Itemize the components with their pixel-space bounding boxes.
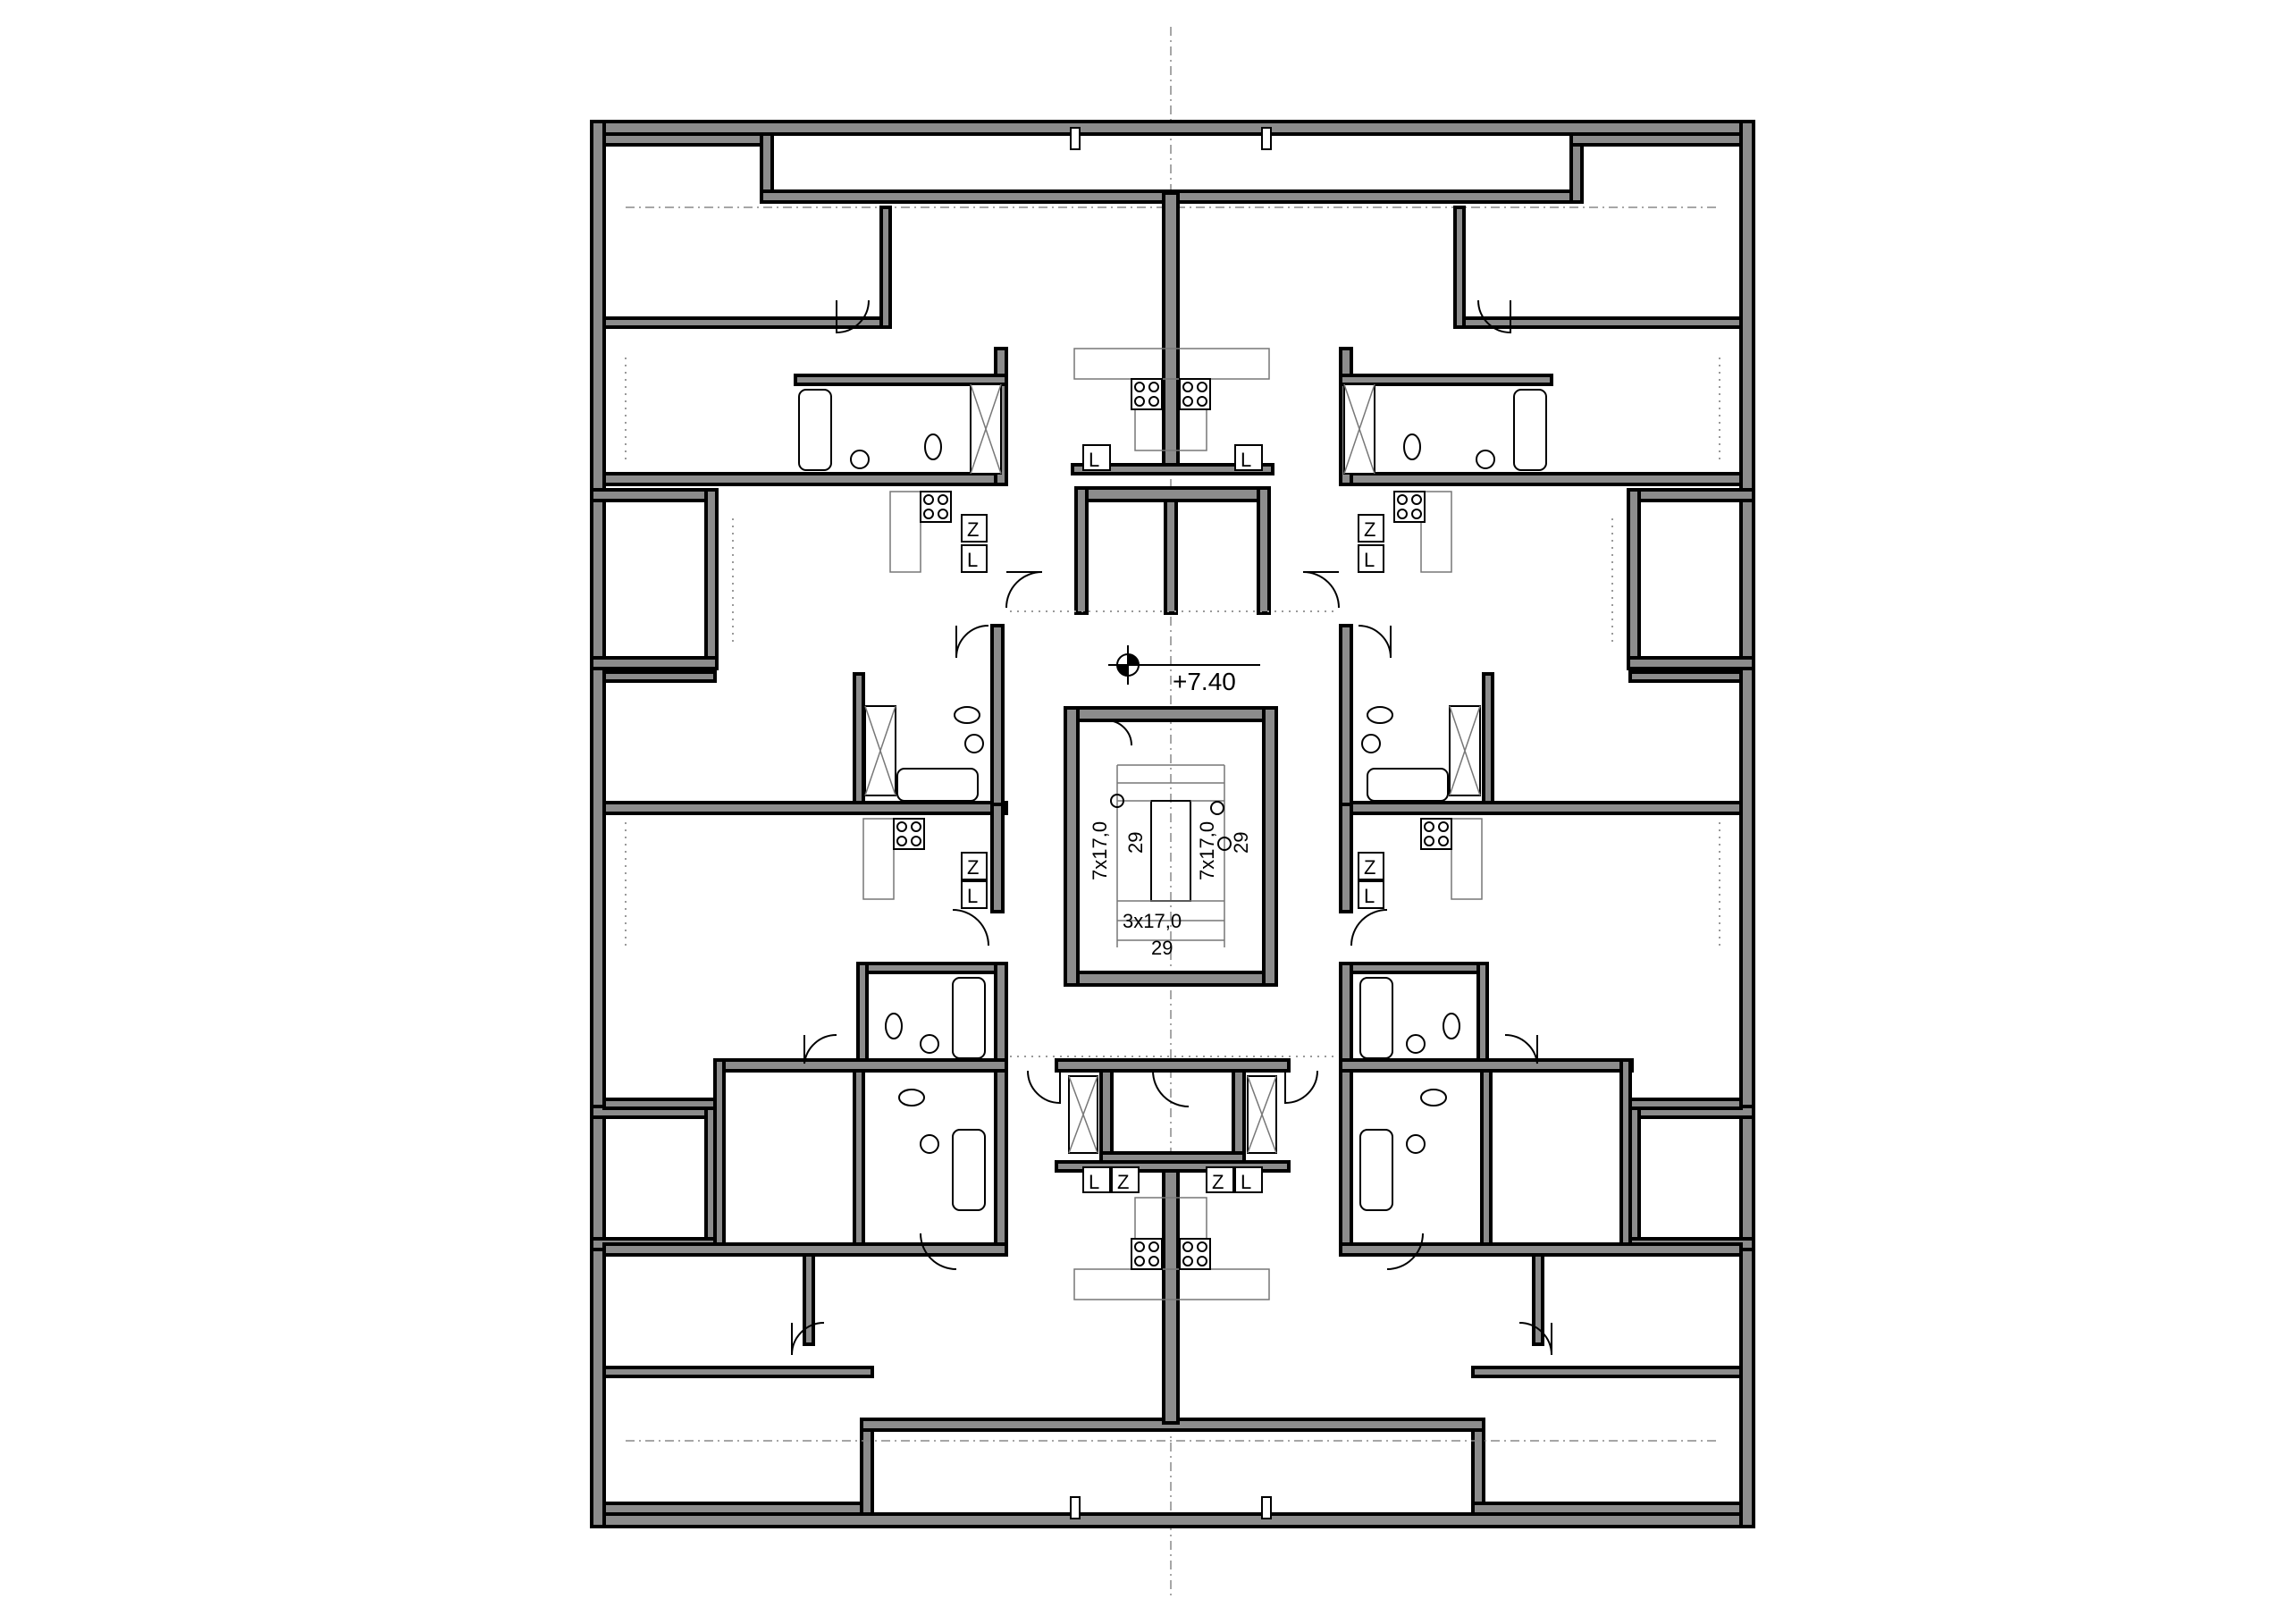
- fixture-marks: L L L Z Z L Z L Z L Z L Z L: [967, 449, 1375, 1193]
- sinks: [850, 450, 1495, 1154]
- freezer-mark: Z: [1117, 1171, 1129, 1193]
- freezer-mark: Z: [967, 856, 979, 879]
- freezer-mark: Z: [1364, 518, 1375, 541]
- freezer-mark: Z: [1212, 1171, 1224, 1193]
- fridge-mark: L: [1364, 549, 1375, 571]
- stair-label-top-left-count: 7x17,0: [1089, 821, 1111, 880]
- fridge-mark: L: [967, 549, 978, 571]
- outer-walls: [590, 120, 1755, 1528]
- bathtubs: [798, 389, 1547, 1211]
- door-swings: [791, 299, 1552, 1356]
- fridge-mark: L: [1089, 1171, 1099, 1193]
- freezer-mark: Z: [967, 518, 979, 541]
- elevation-label: +7.40: [1173, 668, 1236, 695]
- fridge-mark: L: [967, 885, 978, 907]
- fridge-mark: L: [1241, 1171, 1251, 1193]
- fridge-mark: L: [1364, 885, 1375, 907]
- fridge-mark: L: [1241, 449, 1251, 471]
- stair-label-bottom-count: 3x17,0: [1123, 910, 1182, 932]
- service-shafts: [864, 383, 1481, 1154]
- stair-label-top-left-size: 29: [1124, 832, 1147, 854]
- elevation-marker: [1108, 645, 1260, 685]
- freezer-mark: Z: [1364, 856, 1375, 879]
- stair-label-top-right-size: 29: [1230, 832, 1252, 854]
- cooktops: [893, 378, 1452, 1270]
- interior-walls: [602, 191, 1743, 1425]
- stair-label-bottom-size: 29: [1151, 937, 1173, 959]
- kitchen-counters: [862, 348, 1483, 1300]
- fixture-boxes: [961, 444, 1384, 1193]
- stair-core: [1064, 706, 1278, 987]
- fridge-mark: L: [1089, 449, 1099, 471]
- toilets: [885, 433, 1460, 1107]
- bottom-balcony: [602, 1418, 1743, 1519]
- stair-label-top-right-count: 7x17,0: [1196, 821, 1218, 880]
